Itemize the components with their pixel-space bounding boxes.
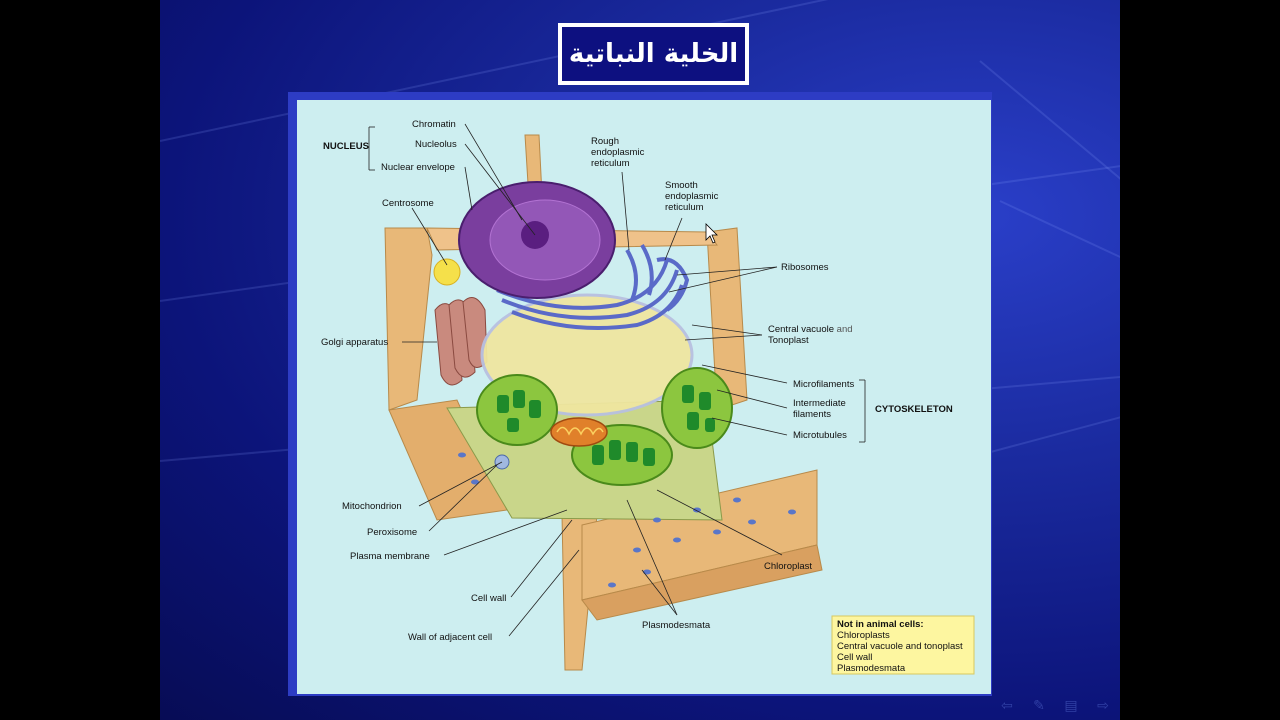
label-rough-er-2: endoplasmic [591, 147, 645, 158]
note-box: Not in animal cells: Chloroplasts Centra… [831, 615, 975, 675]
label-nuclear-envelope: Nuclear envelope [381, 162, 455, 173]
slide-title: الخلية النباتية [568, 39, 739, 69]
endoplasmic-reticulum [496, 243, 690, 330]
cell-wall-shape [384, 134, 823, 671]
label-golgi: Golgi apparatus [321, 337, 388, 348]
label-smooth-er-1: Smooth [665, 180, 698, 191]
label-intermediate-2: filaments [793, 409, 831, 420]
label-rough-er-3: reticulum [591, 158, 630, 169]
note-item: Chloroplasts [837, 630, 890, 641]
label-tonoplast: Tonoplast [768, 335, 809, 346]
note-heading: Not in animal cells: [837, 619, 924, 630]
pen-icon[interactable]: ✎ [1033, 697, 1045, 713]
label-peroxisome: Peroxisome [367, 527, 417, 538]
label-microtubules: Microtubules [793, 430, 847, 441]
mitochondrion [550, 417, 608, 447]
slideshow-nav: ⇦ ✎ ▤ ⇨ [998, 698, 1112, 712]
chloroplasts [476, 367, 733, 486]
label-chromatin: Chromatin [412, 119, 456, 130]
diagram-panel: NUCLEUS Chromatin Nucleolus Nuclear enve… [297, 100, 991, 694]
plasmodesmata-holes [458, 452, 796, 588]
label-plasmodesmata: Plasmodesmata [642, 620, 711, 631]
label-intermediate-1: Intermediate [793, 398, 846, 409]
label-nucleolus: Nucleolus [415, 139, 457, 150]
label-cell-wall: Cell wall [471, 593, 506, 604]
note-item: Central vacuole and tonoplast [837, 641, 963, 652]
label-ribosomes: Ribosomes [781, 262, 829, 273]
note-item: Cell wall [837, 652, 872, 663]
slide-title-box: الخلية النباتية [558, 23, 749, 85]
label-microfilaments: Microfilaments [793, 379, 854, 390]
label-central-vacuole: Central vacuole and [768, 324, 853, 335]
plant-cell-diagram: NUCLEUS Chromatin Nucleolus Nuclear enve… [297, 100, 991, 694]
note-item: Plasmodesmata [837, 663, 906, 674]
slides-icon[interactable]: ▤ [1064, 697, 1078, 713]
leader-lines [368, 123, 866, 637]
slide: الخلية النباتية [160, 0, 1120, 720]
mouse-cursor-icon [705, 223, 718, 244]
label-smooth-er-2: endoplasmic [665, 191, 719, 202]
label-smooth-er-3: reticulum [665, 202, 704, 213]
label-nucleus: NUCLEUS [323, 141, 369, 152]
label-chloroplast: Chloroplast [764, 561, 812, 572]
label-wall-adjacent: Wall of adjacent cell [408, 632, 492, 643]
label-plasma-membrane: Plasma membrane [350, 551, 430, 562]
nucleus [458, 181, 616, 299]
forward-arrow-icon[interactable]: ⇨ [1097, 697, 1109, 713]
label-rough-er-1: Rough [591, 136, 619, 147]
centrosome [433, 258, 461, 286]
label-mitochondrion: Mitochondrion [342, 501, 402, 512]
label-centrosome: Centrosome [382, 198, 434, 209]
back-arrow-icon[interactable]: ⇦ [1001, 697, 1013, 713]
label-cytoskeleton: CYTOSKELETON [875, 404, 953, 415]
